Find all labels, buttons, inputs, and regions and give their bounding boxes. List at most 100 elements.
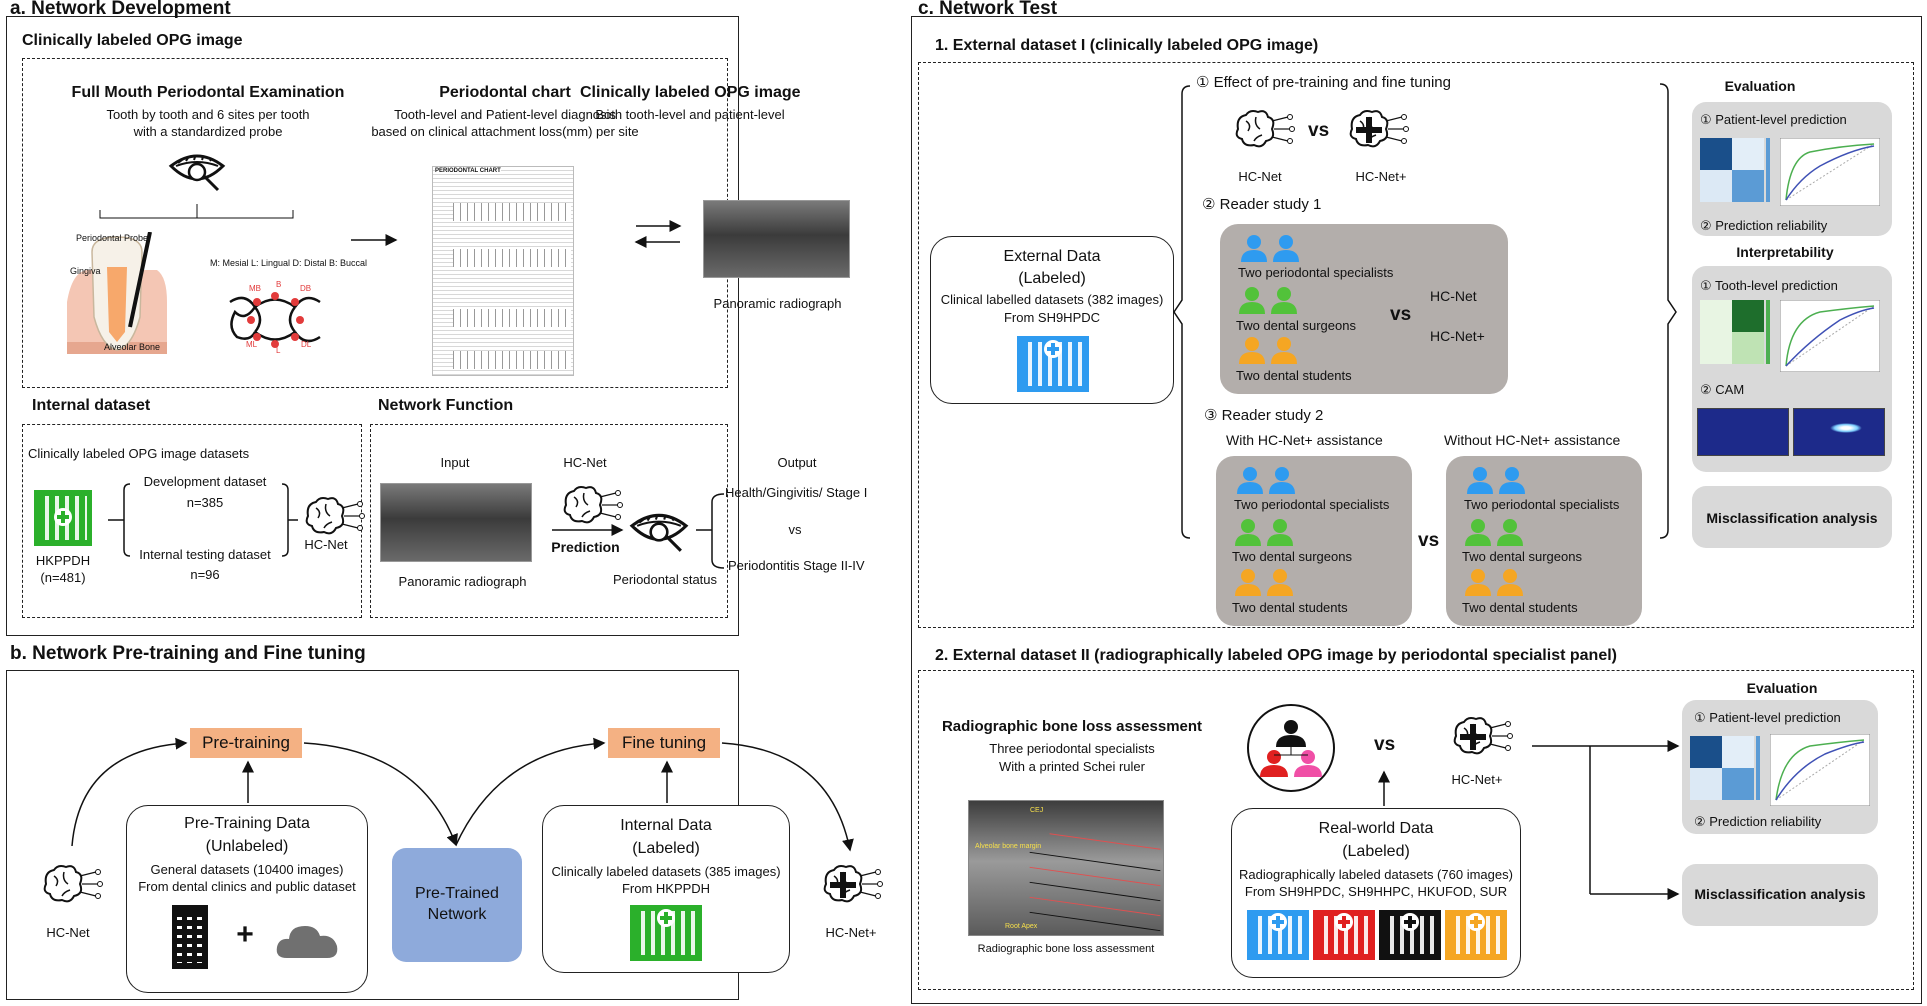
person-icon	[1497, 569, 1523, 596]
person-icon	[1235, 569, 1261, 596]
brain-network-icon	[305, 497, 365, 535]
eval-title: Evaluation	[1724, 78, 1796, 94]
func-hcnet-label: HC-Net	[563, 455, 607, 470]
pretrained-network-line2: Network	[427, 906, 487, 923]
confusion-matrix-2	[1700, 300, 1770, 364]
misclass-box-1	[1692, 486, 1892, 548]
reader1-hcnetplus: HC-Net+	[1430, 328, 1485, 344]
xray-label-cej: CEJ	[1030, 807, 1044, 814]
reader2-vs: vs	[1418, 530, 1440, 551]
hospital-count: (n=481)	[40, 570, 86, 585]
effect-vs: vs	[1308, 120, 1330, 141]
brain-network-icon	[1235, 110, 1295, 148]
output-label: Output	[777, 455, 817, 470]
rbl-title: Radiographic bone loss assessment	[941, 718, 1203, 735]
reader1-title: ② Reader study 1	[1202, 196, 1322, 213]
pretraining-data-title2: (Unlabeled)	[205, 838, 289, 855]
gingiva-label: Gingiva	[70, 266, 101, 276]
pretrained-network-line1: Pre-Trained	[415, 885, 499, 902]
person-icon	[1235, 519, 1261, 546]
confusion-matrix-1	[1700, 138, 1770, 202]
ext2-hcnetplus: HC-Net+	[1451, 772, 1503, 787]
periodontal-chart-header: PERIODONTAL CHART	[435, 168, 501, 174]
eval2-patient-pred: ① Patient-level prediction	[1694, 710, 1841, 725]
misclass-box-2	[1682, 864, 1878, 926]
roc-curve-2	[1780, 300, 1880, 372]
brain-network-icon	[43, 865, 103, 903]
internal-data-title1: Internal Data	[620, 817, 712, 834]
panel-a-title: a. Network Development	[10, 0, 231, 19]
internal-data-line1: Clinically labeled datasets (385 images)	[551, 864, 781, 879]
internal-hcnet-label: HC-Net	[304, 537, 348, 552]
reader2-title: ③ Reader study 2	[1204, 407, 1324, 424]
hospital-icon	[1017, 336, 1089, 392]
rbl-caption: Radiographic bone loss assessment	[977, 943, 1155, 955]
internal-dataset-line1: Clinically labeled OPG image datasets	[28, 446, 250, 461]
cloud-icon	[276, 926, 338, 958]
specialist-panel-icon	[1247, 704, 1335, 792]
hospital-icon	[1379, 910, 1441, 960]
b-hcnet-label: HC-Net	[46, 925, 90, 940]
person-icon	[1239, 337, 1265, 364]
network-function-title: Network Function	[378, 397, 514, 414]
opg-title: Clinically labeled OPG image	[580, 84, 801, 101]
site-mb: MB	[249, 284, 261, 293]
person-icon	[1467, 467, 1493, 494]
panel-c-frame	[911, 16, 1922, 1004]
opg-line1: Both tooth-level and patient-level	[595, 107, 785, 122]
network-function-box	[370, 424, 728, 618]
opg-caption: Panoramic radiograph	[713, 296, 842, 311]
mouth-probe-icon	[629, 513, 689, 552]
without-surgeons: Two dental surgeons	[1462, 549, 1582, 564]
reader1-specialists: Two periodontal specialists	[1238, 265, 1394, 280]
person-icon	[1267, 519, 1293, 546]
internal-data-line2: From HKPPDH	[621, 881, 711, 896]
reader1-box	[1220, 224, 1508, 394]
xray-label-margin: Alveolar bone margin	[975, 843, 1042, 850]
cam-image-1	[1697, 408, 1789, 456]
site-ml: ML	[246, 340, 258, 349]
realworld-data-line1: Radiographically labeled datasets (760 i…	[1239, 867, 1513, 882]
reader1-hcnet: HC-Net	[1430, 288, 1477, 304]
pretrained-network-box	[392, 848, 522, 962]
site-b: B	[276, 280, 282, 289]
realworld-data-line2: From SH9HPDC, SH9HHPC, HKUFOD, SUR	[1244, 884, 1508, 899]
six-site-diagram	[229, 292, 321, 348]
building-icon	[172, 905, 208, 969]
xray-label-apex: Root Apex	[1005, 923, 1038, 930]
opg-image	[703, 200, 850, 278]
site-db: DB	[300, 284, 312, 293]
output-class2: Periodontitis Stage II-IV	[728, 558, 865, 573]
input-label: Input	[440, 455, 470, 470]
person-icon	[1465, 569, 1491, 596]
pretraining-box: Pre-training	[190, 728, 302, 758]
finetuning-box: Fine tuning	[608, 728, 720, 758]
interp-cam: ② CAM	[1700, 382, 1745, 397]
rbl-line2: With a printed Schei ruler	[999, 759, 1145, 774]
internal-dataset-box	[22, 424, 362, 618]
person-icon	[1267, 569, 1293, 596]
perio-chart-title: Periodontal chart	[439, 84, 571, 101]
with-assist-label: With HC-Net+ assistance	[1226, 432, 1383, 448]
site-dl: DL	[301, 340, 312, 349]
person-icon	[1273, 235, 1299, 262]
ext1-title: 1. External dataset I (clinically labele…	[935, 37, 1319, 54]
external-data-title1: External Data	[1003, 248, 1101, 265]
ext2-vs: vs	[1374, 734, 1396, 755]
pretraining-data-title1: Pre-Training Data	[184, 815, 310, 832]
internal-data-title2: (Labeled)	[632, 840, 700, 857]
prediction-label: Prediction	[551, 539, 620, 555]
hospital-icon	[34, 490, 92, 546]
pretraining-data-line2: From dental clinics and public dataset	[138, 879, 356, 894]
mouth-probe-icon	[168, 154, 226, 192]
internal-dataset-title: Internal dataset	[32, 397, 151, 414]
effect-title: ① Effect of pre-training and fine tuning	[1196, 74, 1451, 91]
perio-chart-line1: Tooth-level and Patient-level diagnosis	[394, 107, 616, 122]
person-icon	[1239, 287, 1265, 314]
realworld-data-title2: (Labeled)	[1342, 843, 1410, 860]
clinical-opg-title: Clinically labeled OPG image	[22, 32, 243, 49]
person-icon	[1237, 467, 1263, 494]
hospital-icon	[630, 905, 702, 961]
person-icon	[1497, 519, 1523, 546]
interp-tooth-pred: ① Tooth-level prediction	[1700, 278, 1838, 293]
